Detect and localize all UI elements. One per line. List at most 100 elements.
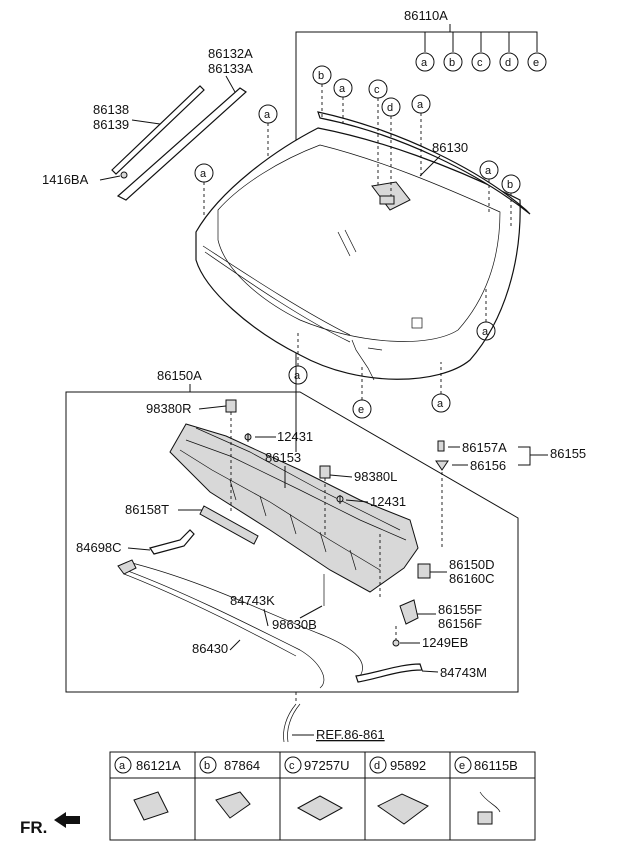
svg-text:a: a [294, 370, 301, 382]
windshield-black-frit [217, 144, 501, 342]
label-12431-b: 12431 [370, 494, 406, 509]
svg-text:d: d [374, 760, 380, 772]
label-86153: 86153 [265, 450, 301, 465]
label-86133A: 86133A [208, 61, 253, 76]
callout-e-top: e [527, 52, 547, 72]
label-86130: 86130 [432, 140, 468, 155]
windshield-top-molding [317, 111, 531, 215]
washer-hose-84743M [355, 663, 423, 683]
callout-e-1: e [352, 399, 372, 419]
label-86132A: 86132A [208, 46, 253, 61]
svg-text:a: a [482, 326, 489, 338]
label-12431-a: 12431 [277, 429, 313, 444]
svg-text:e: e [459, 760, 465, 772]
legend-part-87864: 87864 [224, 758, 260, 773]
direction-label-fr: FR. [20, 818, 47, 837]
callout-a-5: a [479, 160, 499, 180]
windshield-glass [195, 127, 521, 380]
callout-b-1: b [312, 65, 332, 85]
svg-text:c: c [477, 57, 483, 69]
label-84743M: 84743M [440, 665, 487, 680]
bolt-12431-a [244, 433, 252, 442]
callout-a-4: a [194, 163, 214, 183]
ref-hose [283, 703, 297, 743]
clip-87864-icon [215, 791, 251, 819]
svg-text:a: a [200, 168, 207, 180]
legend-table: a 86121A b 87864 c 97257U d 95892 e 8611… [109, 751, 536, 841]
callout-a-8: a [431, 393, 451, 413]
clip-1416BA [120, 171, 128, 179]
callout-c-1: c [368, 79, 388, 99]
label-86110A: 86110A [404, 8, 448, 23]
callout-a-1: a [333, 78, 353, 98]
bracket-95892-icon [377, 793, 429, 825]
cowl-top-panel [169, 423, 419, 593]
callout-a-3: a [258, 104, 278, 124]
legend-cell-e: e 86115B [454, 756, 518, 825]
svg-text:a: a [417, 99, 424, 111]
sensor-97257U-icon [296, 795, 344, 821]
bolt-12431-b [336, 495, 344, 504]
svg-text:b: b [204, 760, 210, 772]
svg-text:a: a [264, 109, 271, 121]
label-86155F: 86155F [438, 602, 482, 617]
callout-b-2: b [501, 174, 521, 194]
label-1416BA: 1416BA [42, 172, 89, 187]
callout-row-86110A: a b c d e [415, 52, 547, 72]
callout-d-1: d [381, 97, 401, 117]
washer-nozzle-right [225, 399, 237, 413]
label-86160C: 86160C [449, 571, 495, 586]
legend-part-95892: 95892 [390, 758, 426, 773]
svg-text:c: c [374, 84, 380, 96]
cowl-seal-86158T [199, 505, 259, 545]
label-86430: 86430 [192, 641, 228, 656]
svg-text:a: a [485, 165, 492, 177]
label-98380R: 98380R [146, 401, 192, 416]
callout-a-7: a [288, 365, 308, 385]
clip-86121A-icon [133, 791, 169, 821]
label-86156: 86156 [470, 458, 506, 473]
svg-text:d: d [505, 57, 511, 69]
callout-c-top: c [471, 52, 491, 72]
label-84698C: 84698C [76, 540, 122, 555]
svg-text:c: c [289, 760, 295, 772]
connector-86115B-icon [477, 791, 501, 825]
callout-d-top: d [499, 52, 519, 72]
legend-cell-a: a 86121A [114, 756, 181, 821]
svg-text:b: b [318, 70, 324, 82]
callout-a-2: a [411, 94, 431, 114]
svg-text:a: a [339, 83, 346, 95]
svg-text:d: d [387, 102, 393, 114]
label-86155: 86155 [550, 446, 586, 461]
label-84743K: 84743K [230, 593, 275, 608]
label-98380L: 98380L [354, 469, 397, 484]
cowl-end-cap [417, 563, 431, 579]
svg-text:b: b [449, 57, 455, 69]
callout-b-top: b [443, 52, 463, 72]
svg-text:a: a [421, 57, 428, 69]
label-86158T: 86158T [125, 502, 169, 517]
pillar-molding-inner [111, 85, 205, 175]
label-ref-86-861: REF.86-861 [316, 727, 385, 742]
washer-hose-86430 [119, 567, 325, 689]
label-86150A: 86150A [157, 368, 202, 383]
label-86156F: 86156F [438, 616, 482, 631]
label-86157A: 86157A [462, 440, 507, 455]
washer-hose-84743K [127, 561, 363, 677]
svg-text:e: e [533, 57, 539, 69]
legend-part-86115B: 86115B [474, 758, 518, 773]
callout-a-top: a [415, 52, 435, 72]
cowl-bracket-86155F [399, 599, 419, 625]
svg-text:b: b [507, 179, 513, 191]
label-86139: 86139 [93, 117, 129, 132]
legend-part-97257U: 97257U [304, 758, 350, 773]
front-direction-arrow [54, 812, 80, 828]
cowl-assembly-box [65, 391, 519, 693]
pillar-molding-outer [116, 87, 247, 201]
svg-text:a: a [437, 398, 444, 410]
washer-nozzle-left [319, 465, 331, 479]
legend-part-86121A: 86121A [136, 758, 181, 773]
clip-86157A [437, 440, 445, 452]
svg-text:a: a [119, 760, 126, 772]
